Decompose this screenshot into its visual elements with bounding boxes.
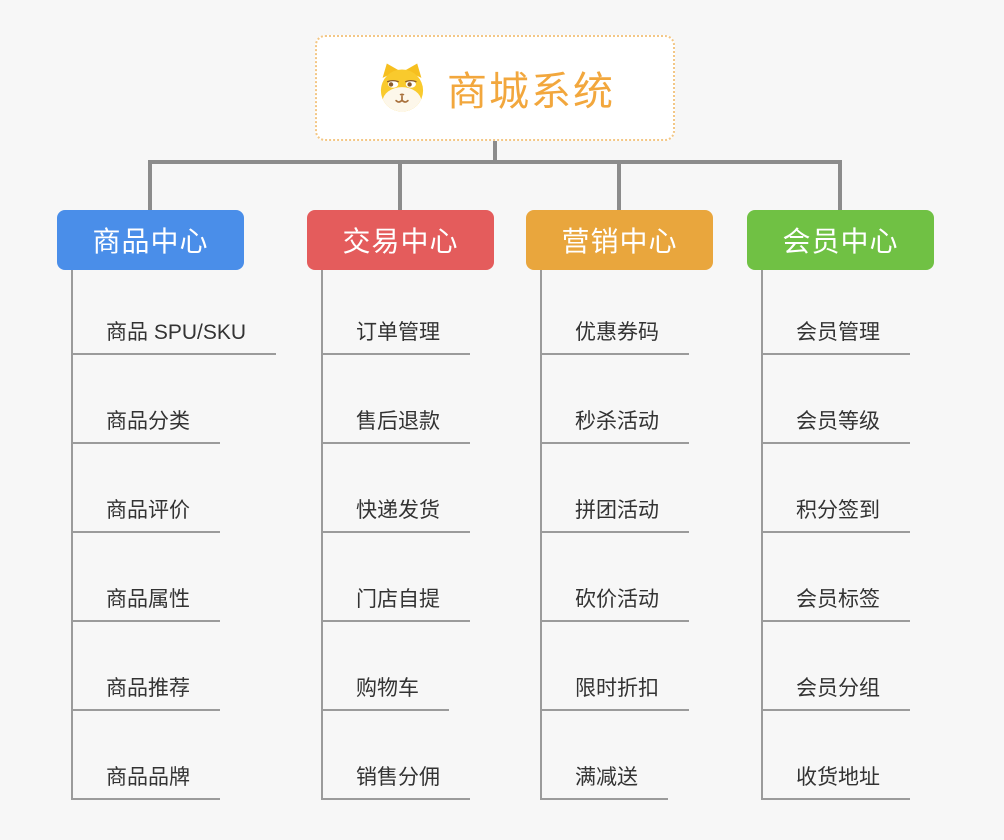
branch-product-center[interactable]: 商品中心	[57, 210, 244, 270]
child-topic-label: 会员标签	[796, 588, 880, 611]
child-topic-label: 商品 SPU/SKU	[106, 321, 247, 344]
child-topic-label: 售后退款	[356, 410, 440, 433]
child-topic[interactable]: 优惠券码	[542, 270, 689, 355]
child-topic-label: 秒杀活动	[575, 410, 659, 433]
child-topic[interactable]: 拼团活动	[542, 444, 689, 533]
connector-root-stub	[493, 141, 497, 164]
child-topic-label: 商品推荐	[106, 677, 190, 700]
child-topic-label: 优惠券码	[575, 321, 659, 344]
child-topic-label: 门店自提	[356, 588, 440, 611]
child-topic[interactable]: 收货地址	[763, 711, 910, 800]
child-topic-label: 收货地址	[796, 766, 880, 789]
child-topic-label: 商品品牌	[106, 766, 190, 789]
child-topic-label: 销售分佣	[356, 766, 440, 789]
child-topic-label: 快递发货	[356, 499, 440, 522]
child-topic[interactable]: 商品评价	[73, 444, 220, 533]
connector-drop-members	[838, 160, 842, 211]
child-topic-label: 商品评价	[106, 499, 190, 522]
child-topic-label: 商品分类	[106, 410, 190, 433]
child-topic[interactable]: 商品属性	[73, 533, 220, 622]
child-topic[interactable]: 限时折扣	[542, 622, 689, 711]
connector-drop-products	[148, 160, 152, 211]
branch-marketing-center[interactable]: 营销中心	[526, 210, 713, 270]
child-topic-label: 满减送	[575, 766, 638, 789]
connector-trunk	[148, 160, 842, 164]
connector-drop-trade	[398, 160, 402, 211]
child-topic-label: 会员分组	[796, 677, 880, 700]
child-topic-label: 订单管理	[356, 321, 440, 344]
child-topic-label: 限时折扣	[575, 677, 659, 700]
children-marketing-center: 优惠券码秒杀活动拼团活动砍价活动限时折扣满减送	[540, 270, 689, 800]
child-topic[interactable]: 售后退款	[323, 355, 470, 444]
child-topic[interactable]: 销售分佣	[323, 711, 470, 800]
child-topic[interactable]: 会员管理	[763, 270, 910, 355]
child-topic[interactable]: 订单管理	[323, 270, 470, 355]
child-topic-label: 拼团活动	[575, 499, 659, 522]
children-trade-center: 订单管理售后退款快递发货门店自提购物车销售分佣	[321, 270, 470, 800]
child-topic-label: 会员等级	[796, 410, 880, 433]
child-topic[interactable]: 购物车	[323, 622, 449, 711]
child-topic-label: 商品属性	[106, 588, 190, 611]
dog-face-icon	[380, 63, 424, 112]
child-topic[interactable]: 会员标签	[763, 533, 910, 622]
root-topic-label: 商城系统	[447, 70, 615, 114]
child-topic[interactable]: 砍价活动	[542, 533, 689, 622]
child-topic[interactable]: 门店自提	[323, 533, 470, 622]
child-topic-label: 砍价活动	[575, 588, 659, 611]
root-topic[interactable]: 商城系统	[315, 35, 675, 141]
child-topic-label: 购物车	[356, 677, 419, 700]
branch-member-center[interactable]: 会员中心	[747, 210, 934, 270]
child-topic[interactable]: 会员等级	[763, 355, 910, 444]
branch-trade-center[interactable]: 交易中心	[307, 210, 494, 270]
child-topic[interactable]: 秒杀活动	[542, 355, 689, 444]
child-topic[interactable]: 快递发货	[323, 444, 470, 533]
child-topic[interactable]: 商品分类	[73, 355, 220, 444]
children-product-center: 商品 SPU/SKU 商品分类商品评价商品属性商品推荐商品品牌	[71, 270, 277, 800]
connector-drop-marketing	[617, 160, 621, 211]
child-topic[interactable]: 商品品牌	[73, 711, 220, 800]
child-topic[interactable]: 满减送	[542, 711, 668, 800]
child-topic[interactable]: 商品推荐	[73, 622, 220, 711]
child-topic[interactable]: 积分签到	[763, 444, 910, 533]
children-member-center: 会员管理会员等级积分签到会员标签会员分组收货地址	[761, 270, 910, 800]
child-topic[interactable]: 商品 SPU/SKU	[73, 270, 277, 355]
child-topic-label: 积分签到	[796, 499, 880, 522]
child-topic[interactable]: 会员分组	[763, 622, 910, 711]
child-topic-label: 会员管理	[796, 321, 880, 344]
